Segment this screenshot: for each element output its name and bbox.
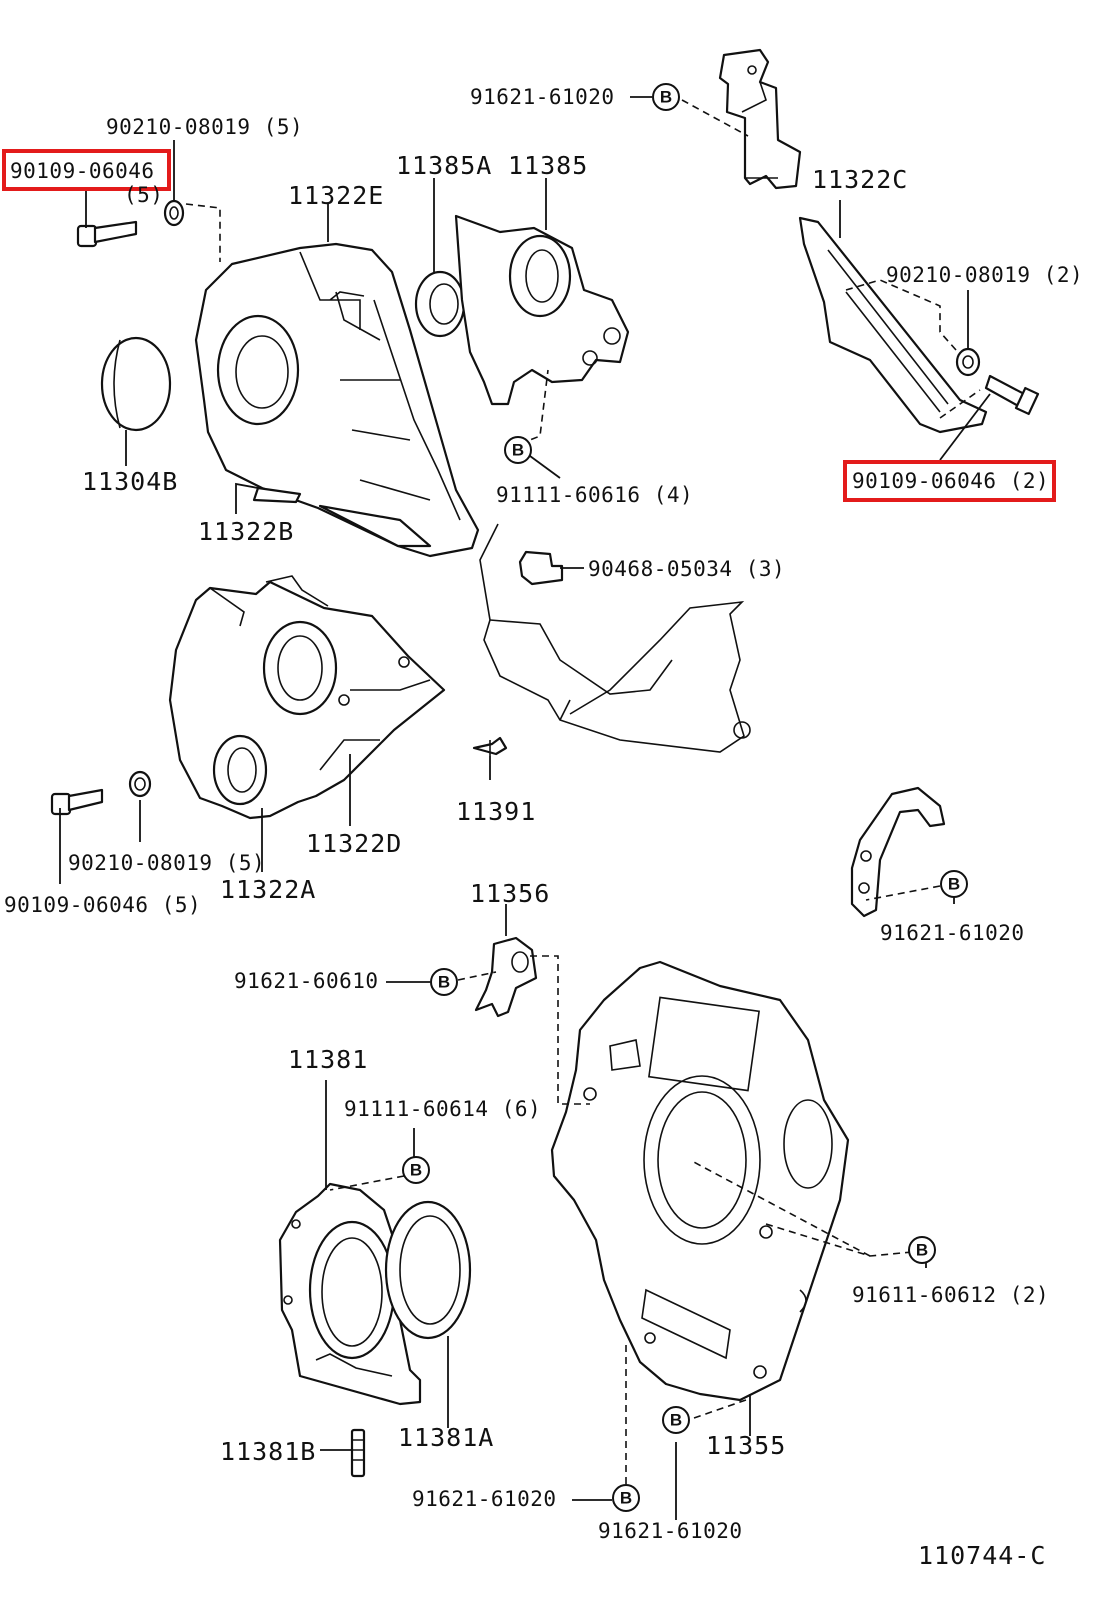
end-plate-11355-part — [550, 960, 850, 1402]
svg-text:B: B — [438, 973, 450, 992]
label-11385[interactable]: 11385 — [508, 151, 588, 180]
label-91621-61020-bottom[interactable]: 91621-61020 — [598, 1519, 743, 1543]
b-marker: B — [662, 1406, 690, 1434]
label-90468-05034-3[interactable]: 90468-05034 (3) — [588, 557, 785, 581]
retainer-11381-part — [278, 1182, 422, 1406]
bracket-top-part — [718, 48, 802, 190]
plate-11385-part — [454, 214, 630, 406]
bracket-11356-part — [474, 936, 538, 1018]
upper-cover-part — [194, 242, 480, 558]
b-marker: B — [612, 1484, 640, 1512]
label-11322d[interactable]: 11322D — [306, 829, 402, 858]
svg-text:B: B — [620, 1489, 632, 1508]
highlight-box-left — [2, 149, 171, 191]
label-11322b[interactable]: 11322B — [198, 517, 294, 546]
bolt-left-mid-part — [50, 788, 104, 816]
label-11322e[interactable]: 11322E — [288, 181, 384, 210]
cap-11304b-part — [100, 336, 172, 432]
label-11356[interactable]: 11356 — [470, 879, 550, 908]
highlight-box-right — [843, 460, 1056, 502]
bolt-left-top-part — [76, 220, 138, 248]
b-marker: B — [908, 1236, 936, 1264]
label-qty-5-left: (5) — [124, 183, 163, 207]
b-marker: B — [504, 436, 532, 464]
svg-text:B: B — [948, 875, 960, 894]
svg-text:B: B — [660, 88, 672, 107]
label-90109-06046-5-mid[interactable]: 90109-06046 (5) — [4, 893, 201, 917]
label-90210-08019-5-top[interactable]: 90210-08019 (5) — [106, 115, 303, 139]
svg-text:B: B — [670, 1411, 682, 1430]
label-11381[interactable]: 11381 — [288, 1045, 368, 1074]
bolt-right-part — [984, 374, 1040, 416]
label-90210-08019-5-mid[interactable]: 90210-08019 (5) — [68, 851, 265, 875]
label-91111-60614-6[interactable]: 91111-60614 (6) — [344, 1097, 541, 1121]
b-marker: B — [430, 968, 458, 996]
pin-11381b-part — [350, 1428, 366, 1478]
washer-left-mid-part — [128, 770, 152, 798]
label-90109-06046-2[interactable]: 90109-06046 (2) — [852, 469, 1049, 493]
label-11381b[interactable]: 11381B — [220, 1437, 316, 1466]
b-marker: B — [402, 1156, 430, 1184]
svg-text:B: B — [916, 1241, 928, 1260]
lower-cover-part — [168, 575, 446, 820]
label-11385a[interactable]: 11385A — [396, 151, 492, 180]
bracket-right-part — [850, 786, 946, 918]
diagram-id: 110744-C — [918, 1541, 1046, 1570]
label-11355[interactable]: 11355 — [706, 1431, 786, 1460]
label-91111-60616-4[interactable]: 91111-60616 (4) — [496, 483, 693, 507]
label-90109-06046-left[interactable]: 90109-06046 — [10, 159, 155, 183]
label-91621-61020-bottom-left[interactable]: 91621-61020 — [412, 1487, 557, 1511]
seal-11381a-part — [384, 1200, 472, 1340]
svg-text:B: B — [512, 441, 524, 460]
label-11391[interactable]: 11391 — [456, 797, 536, 826]
svg-text:B: B — [410, 1161, 422, 1180]
nut-right-part — [955, 347, 981, 377]
label-11304b[interactable]: 11304B — [82, 467, 178, 496]
label-91621-61020-top[interactable]: 91621-61020 — [470, 85, 615, 109]
b-marker: B — [940, 870, 968, 898]
label-11381a[interactable]: 11381A — [398, 1423, 494, 1452]
label-11322a[interactable]: 11322A — [220, 875, 316, 904]
washer-left-top-part — [163, 199, 185, 227]
b-marker: B — [652, 83, 680, 111]
seal-11385a-part — [414, 270, 466, 338]
leader-lines — [59, 96, 991, 1520]
bracket-11322c-part — [798, 216, 988, 434]
label-91621-61020-right[interactable]: 91621-61020 — [880, 921, 1025, 945]
plug-11391-part — [472, 736, 508, 756]
label-91621-60610[interactable]: 91621-60610 — [234, 969, 379, 993]
clamp-90468-part — [518, 550, 564, 586]
label-90210-08019-2[interactable]: 90210-08019 (2) — [886, 263, 1083, 287]
label-91611-60612-2[interactable]: 91611-60612 (2) — [852, 1283, 1049, 1307]
label-11322c[interactable]: 11322C — [812, 165, 908, 194]
engine-block-part — [479, 523, 751, 753]
